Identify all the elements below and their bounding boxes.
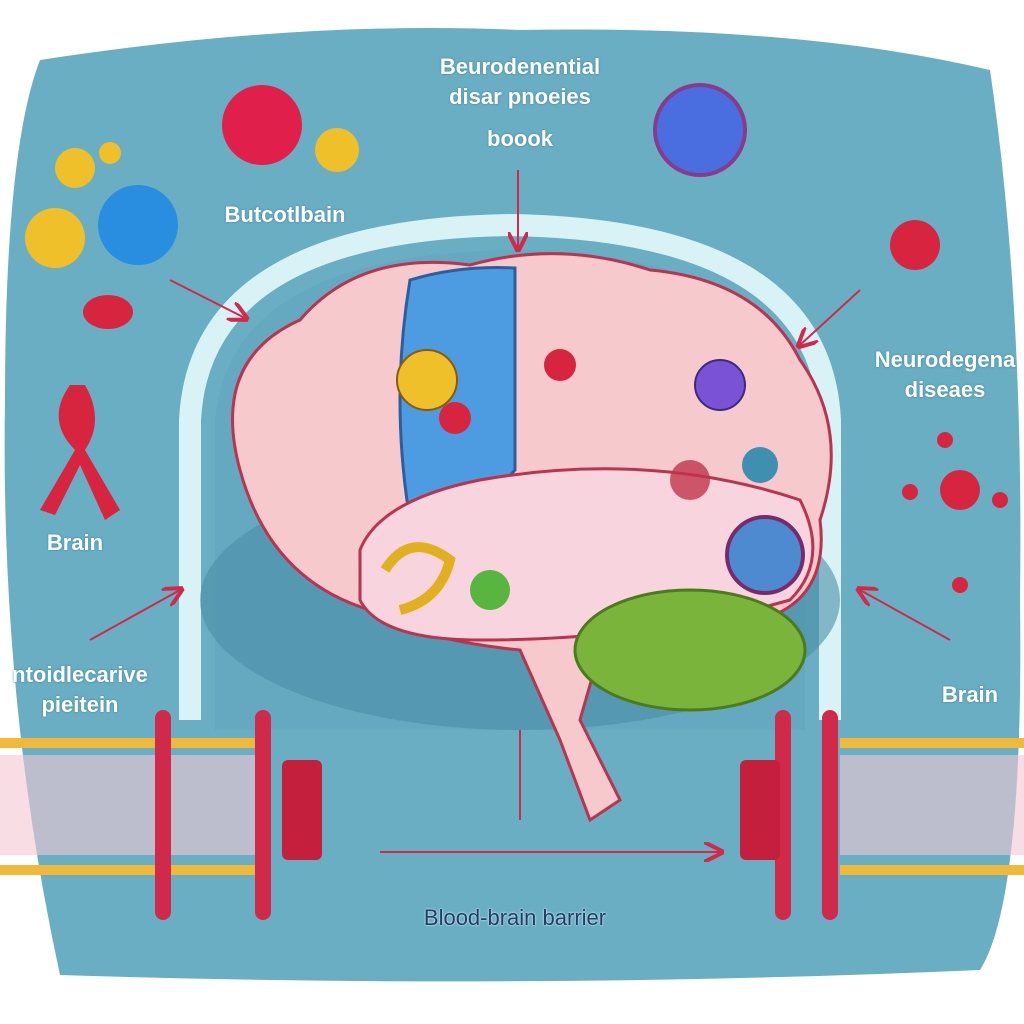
brain bbox=[231, 252, 833, 823]
upper-left-label: Butcotlbain bbox=[224, 202, 346, 227]
top-title: Beurodenential disar pnoeies bbox=[400, 52, 640, 112]
molecules bbox=[25, 83, 1008, 593]
left-lower-line1: ntoidlecarive bbox=[12, 662, 148, 687]
arrows bbox=[89, 170, 951, 852]
right-label-line1: Neurodegena bbox=[874, 347, 1016, 372]
membrane-left bbox=[0, 710, 322, 920]
top-sub-label: boook bbox=[487, 126, 553, 151]
top-title-line2: disar pnoeies bbox=[449, 84, 591, 109]
right-label-line2: diseaes bbox=[904, 377, 986, 402]
membrane-right bbox=[740, 710, 1024, 920]
right-label: Neurodegena diseaes bbox=[850, 345, 1024, 405]
left-brain-label: Brain bbox=[46, 530, 104, 555]
top-title-line1: Beurodenential bbox=[439, 54, 601, 79]
bottom-label: Blood-brain barrier bbox=[423, 905, 607, 930]
ribbon-icon bbox=[40, 385, 120, 520]
right-brain-label: Brain bbox=[941, 682, 999, 707]
left-lower-label: ntoidlecarive pieitein bbox=[0, 660, 170, 720]
left-lower-line2: pieitein bbox=[41, 692, 119, 717]
arch bbox=[179, 213, 841, 720]
